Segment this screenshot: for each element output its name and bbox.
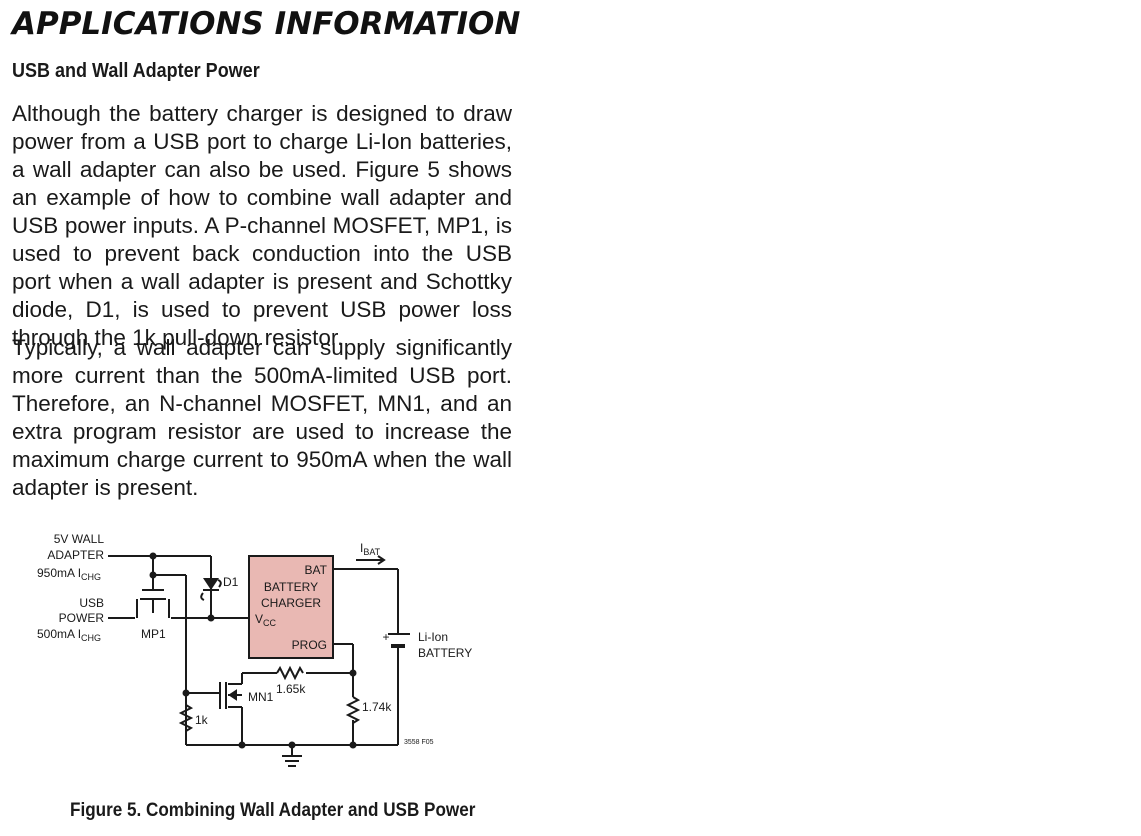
r-1k74-label: 1.74k	[362, 700, 392, 714]
d1-diode	[203, 578, 219, 590]
wall-label-1: 5V WALL	[54, 532, 105, 546]
wall-label-2: ADAPTER	[47, 548, 104, 562]
section-heading: APPLICATIONS INFORMATION	[12, 6, 521, 42]
usb-label-1: USB	[79, 596, 104, 610]
figure-5-schematic: 5V WALL ADAPTER 950mA ICHG USB POWER 500…	[30, 530, 472, 770]
usb-current-label: 500mA ICHG	[37, 627, 101, 643]
battery-plus: +	[382, 630, 389, 644]
battery-label-1: Li-Ion	[418, 630, 448, 644]
figure-code: 3558 F05	[404, 739, 434, 746]
chip-label-line-1: BATTERY	[264, 580, 318, 594]
wall-current-label: 950mA ICHG	[37, 566, 101, 582]
battery-charger-block	[248, 555, 334, 659]
r-1k65-label: 1.65k	[276, 682, 306, 696]
usb-label-2: POWER	[59, 611, 105, 625]
pin-bat-label: BAT	[305, 563, 328, 577]
d1-label: D1	[223, 575, 239, 589]
paragraph-1: Although the battery charger is designed…	[12, 101, 512, 350]
ibat-label: IBAT	[360, 541, 381, 557]
pin-prog-label: PROG	[292, 638, 327, 652]
chip-label-line-2: CHARGER	[261, 596, 321, 610]
subheading: USB and Wall Adapter Power	[12, 60, 260, 82]
figure-caption: Figure 5. Combining Wall Adapter and USB…	[70, 800, 476, 821]
pin-vcc-label: VCC	[255, 612, 277, 628]
mn1-label: MN1	[248, 690, 274, 704]
r-1k-label: 1k	[195, 713, 209, 727]
paragraph-2: Typically, a wall adapter can supply sig…	[12, 335, 512, 500]
mp1-label: MP1	[141, 627, 166, 641]
battery-label-2: BATTERY	[418, 646, 472, 660]
junction-dots	[149, 552, 357, 749]
schematic-svg: 5V WALL ADAPTER 950mA ICHG USB POWER 500…	[37, 532, 472, 767]
